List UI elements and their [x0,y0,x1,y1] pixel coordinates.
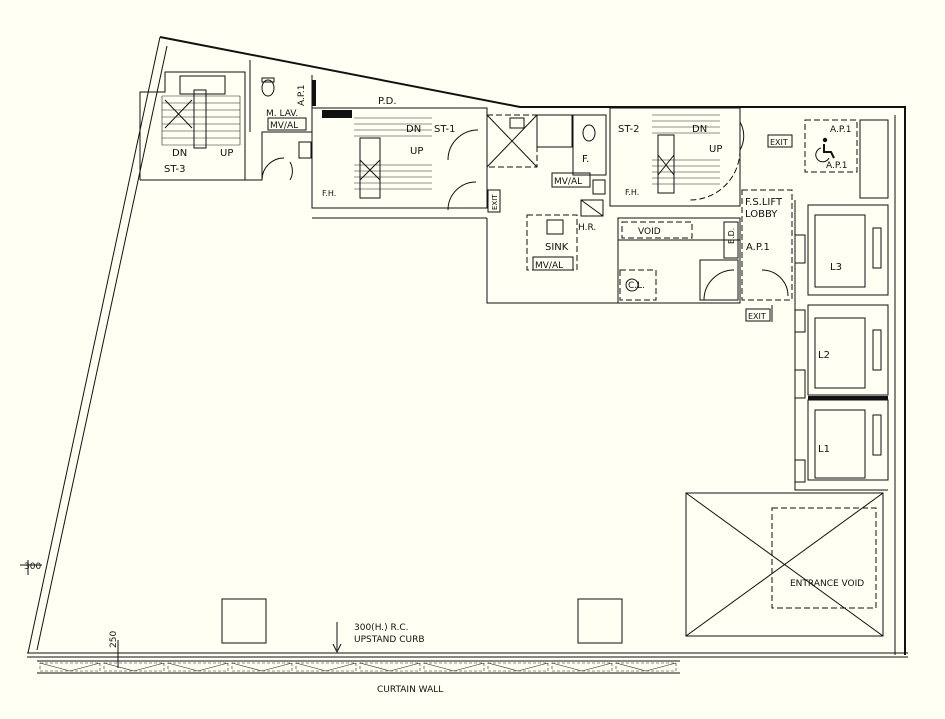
entrance-void: ENTRANCE VOID [685,492,884,637]
curtain-wall-label: CURTAIN WALL [377,685,443,695]
lift-l2-label: L2 [818,350,830,361]
hr-label: H.R. [578,223,596,233]
fs-lift-lobby-line1: F.S.LIFT [745,197,783,208]
st1-up-label: UP [410,146,423,157]
st2-dn-label: DN [692,124,707,135]
central-services: F. MV/AL SINK MV/AL H.R. [486,114,619,304]
st2-fh-label: F.H. [625,188,639,197]
entrance-void-label: ENTRANCE VOID [790,579,864,589]
st1-dn-label: DN [406,124,421,135]
lobby-ap1-label: A.P.1 [746,242,770,253]
fs-lift-lobby: F.S.LIFT LOBBY A.P.1 EXIT EXIT A.P.1 A.P… [741,119,889,322]
st1-label: ST-1 [434,124,456,135]
f-label: F. [582,154,589,165]
wheelchair-icon [815,137,835,163]
st3-label: ST-3 [164,164,186,175]
stair-st2: ST-2 DN UP F.H. [609,107,745,207]
building-envelope [27,36,908,658]
upstand-curb-note: 300(H.) R.C. UPSTAND CURB CURTAIN WALL [332,622,443,695]
dimensions: 300 250 [20,560,119,668]
accessible-ap1-bottom-label: A.P.1 [826,161,847,171]
central-mval-label: MV/AL [554,177,582,187]
st1-exit-label: EXIT [491,194,499,210]
columns [221,598,623,644]
curb-label-line1: 300(H.) R.C. [354,623,408,633]
curb-label-line2: UPSTAND CURB [354,635,425,645]
st2-label: ST-2 [618,124,640,135]
lift-l1-label: L1 [818,444,830,455]
dim-250-label: 250 [109,631,119,648]
stair-st3: DN UP ST-3 [139,71,246,181]
void-label: VOID [638,227,661,237]
stair-st1: P.D. DN ST-1 UP F.H. EXIT [311,80,501,219]
st1-fh-label: F.H. [322,189,336,198]
st3-up-label: UP [220,148,233,159]
lower-exit-label: EXIT [748,312,766,321]
pd-label: P.D. [378,96,397,107]
lift-l3-label: L3 [830,262,842,273]
mlav-ap1-label: A.P.1 [297,85,307,106]
accessible-ap1-top-label: A.P.1 [830,125,851,135]
lobby-exit-label: EXIT [770,138,788,147]
curtain-wall-strip [37,660,680,674]
sink-mval-label: MV/AL [535,261,563,271]
ed-label: E.D. [727,228,736,244]
void-and-cleaner: VOID C.L. E.D. [617,217,741,304]
male-lavatory: M. LAV. MV/AL A.P.1 [245,60,313,181]
mlav-label: M. LAV. [266,109,298,119]
lift-shafts: L3 L2 L1 [794,200,889,491]
sink-label: SINK [545,242,569,253]
st3-dn-label: DN [172,148,187,159]
mlav-mval-label: MV/AL [270,121,298,131]
fs-lift-lobby-line2: LOBBY [745,209,778,220]
st2-up-label: UP [709,144,722,155]
dim-300-label: 300 [24,562,41,572]
cl-label: C.L. [628,281,645,291]
